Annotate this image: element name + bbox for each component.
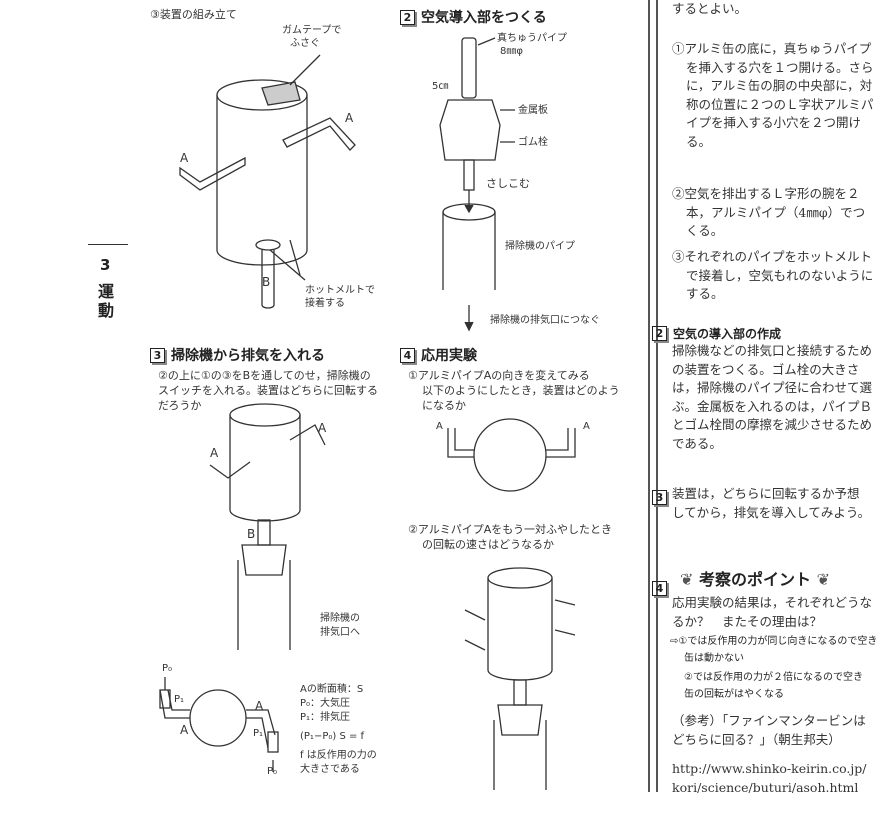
label-a-left: A [180, 151, 189, 165]
chapter-title: 運動 [98, 282, 115, 320]
discussion-text: 応用実験の結果は，それぞれどうなるか？ またその理由は？ [672, 595, 873, 629]
section3-text-2: スイッチを入れる。装置はどちらに回転する [158, 384, 378, 397]
insert-label: さしこむ [486, 177, 530, 190]
step-3: ③それぞれのパイプをホットメルトで接着し，空気もれのないようにする。 [672, 249, 874, 301]
step-1: ①アルミ缶の底に，真ちゅうパイプを挿入する穴を１つ開ける。さらに，アルミ缶の胴の… [672, 41, 874, 149]
label-b: B [262, 275, 271, 289]
setup-label-b: B [247, 527, 256, 541]
chapter-number: 3 [100, 256, 111, 274]
q1-label-a-left: A [436, 421, 443, 432]
step-2: ②空気を排出するＬ字形の腕を２本，アルミパイプ（4㎜φ）でつくる。 [672, 186, 866, 238]
hotmelt-label-2: 接着する [305, 298, 345, 309]
margin-divider [88, 244, 128, 245]
brass-pipe-label: 真ちゅうパイプ [497, 33, 567, 44]
reference-url-2[interactable]: kori/science/buturi/asoh.html [672, 780, 859, 795]
vacuum-pipe-label: 掃除機のパイプ [505, 241, 575, 252]
brass-pipe-size: 8㎜φ [500, 46, 523, 57]
right-num-4: 4 [652, 578, 673, 597]
hotmelt-label-1: ホットメルトで [305, 285, 375, 296]
answer-2: ②では反作用の力が２倍になるので空き缶の回転がはやくなる [684, 672, 863, 700]
q1-label-a-right: A [583, 421, 590, 432]
a-left: A [180, 723, 189, 737]
section3-text-3: だろうか [158, 399, 202, 412]
setup-label-a-right: A [318, 421, 327, 435]
label-a-right: A [345, 111, 354, 125]
leaf-icon: ❦ [680, 570, 699, 589]
metal-plate-label: 金属板 [518, 105, 548, 116]
assembly-title: ③装置の組み立て [150, 8, 237, 21]
right-text-3: 装置は，どちらに回転するか予想してから，排気を導入してみよう。 [672, 486, 871, 520]
p0-bottom: P₀ [267, 766, 278, 777]
length-label: 5㎝ [432, 81, 449, 92]
applied-experiment-drawings [447, 418, 576, 790]
connect-label: 掃除機の排気口につなぐ [490, 315, 600, 326]
q2-text-1: ②アルミパイプAをもう一対ふやしたとき [408, 523, 612, 536]
q1-text-1: ①アルミパイプAの向きを変えてみる [408, 369, 590, 382]
reference-url-1[interactable]: http://www.shinko-keirin.co.jp/ [672, 761, 867, 776]
a-right: A [255, 699, 264, 713]
rubber-stopper-label: ゴム栓 [518, 137, 548, 148]
air-intake-drawing [439, 37, 515, 332]
force-diagram [159, 677, 279, 772]
column-rule [648, 0, 658, 792]
answer-1: ⇨①では反作用の力が同じ向きになるので空き缶は動かない [670, 636, 878, 664]
tape-label-2: ふさぐ [290, 38, 320, 49]
leaf-icon: ❦ [811, 570, 830, 589]
p1-left: P₁ [174, 694, 185, 705]
intro-text: するとよい。 [672, 1, 748, 16]
q1-text-2: 以下のようにしたとき，装置はどのよう [422, 384, 620, 397]
setup-label-a-left: A [210, 446, 219, 460]
can-assembly-drawing [179, 54, 356, 309]
tape-label-1: ガムテープで [282, 25, 342, 36]
reference: （参考）「ファインマンタービンはどちらに回る？」（朝生邦夫） [672, 713, 866, 747]
p0-top: P₀ [162, 663, 173, 674]
exhaust-label-2: 排気口へ [320, 627, 360, 638]
discussion-heading: ❦ 考察のポイント ❦ [680, 570, 830, 589]
right-text-2: 掃除機などの排気口と接続するための装置をつくる。ゴム栓の大きさは，掃除機のパイプ… [672, 343, 873, 451]
section3-text-1: ②の上に①の③をBを通してのせ，掃除機の [158, 369, 371, 382]
right-num-3: 3 [652, 487, 673, 506]
p1-right: P₁ [253, 728, 264, 739]
q2-text-2: の回転の速さはどうなるか [422, 538, 554, 551]
q1-text-3: になるか [422, 399, 466, 412]
vacuum-setup-drawing [209, 403, 326, 650]
exhaust-label-1: 掃除機の [320, 613, 360, 624]
